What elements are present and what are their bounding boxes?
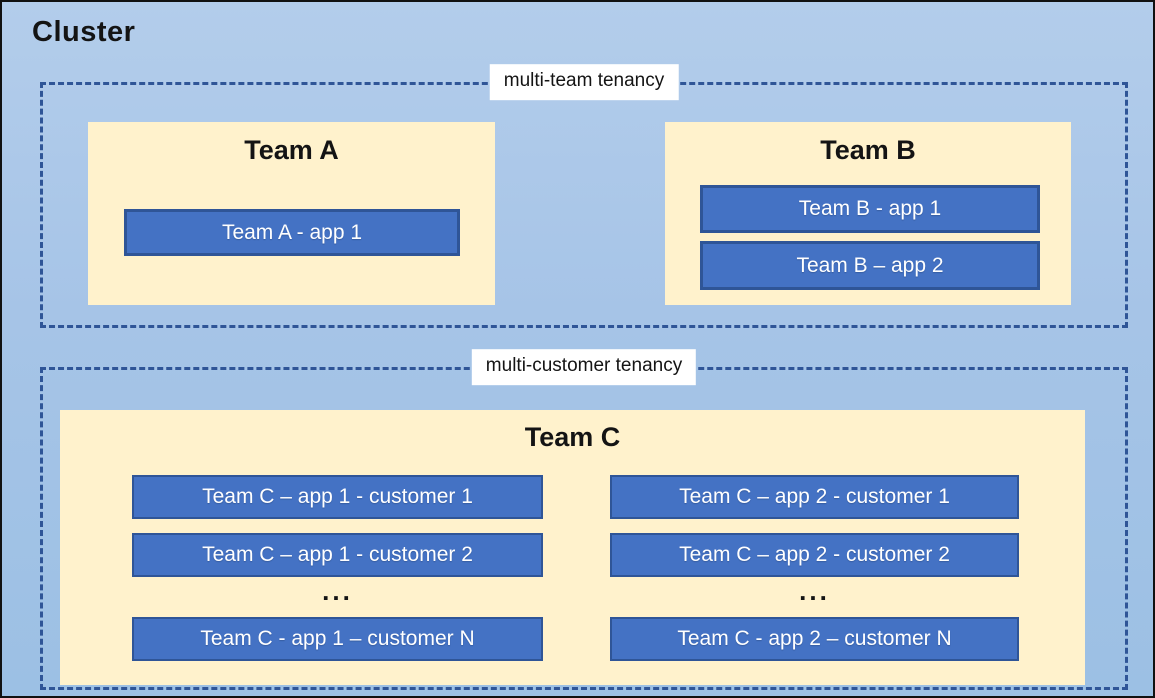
team-b-title: Team B <box>820 135 916 165</box>
team-c-app1-ellipsis: ... <box>322 575 353 606</box>
team-c-app2-ellipsis: ... <box>799 575 830 606</box>
team-b-app-2-box: Team B – app 2 <box>700 241 1040 290</box>
team-c-app1-customer2-box: Team C – app 1 - customer 2 <box>132 533 543 577</box>
team-c-title: Team C <box>524 422 621 452</box>
team-c-app2-customer1-box: Team C – app 2 - customer 1 <box>610 475 1019 519</box>
team-c-app1-customer1-box: Team C – app 1 - customer 1 <box>132 475 543 519</box>
cluster-title: Cluster <box>32 16 136 48</box>
spacer <box>132 519 543 533</box>
multi-team-tenancy-label: multi-team tenancy <box>489 64 679 101</box>
multi-customer-tenancy-label: multi-customer tenancy <box>471 349 697 386</box>
team-c-panel: Team C Team C – app 1 - customer 1 Team … <box>60 410 1085 685</box>
team-a-panel: Team A Team A - app 1 <box>88 122 495 305</box>
team-c-app1-column: Team C – app 1 - customer 1 Team C – app… <box>132 475 543 661</box>
team-b-app-1-box: Team B - app 1 <box>700 185 1040 233</box>
team-a-title: Team A <box>244 135 339 165</box>
multi-customer-tenancy-region: multi-customer tenancy Team C Team C – a… <box>40 349 1128 690</box>
team-c-app2-column: Team C – app 2 - customer 1 Team C – app… <box>610 475 1019 661</box>
team-a-app-1-box: Team A - app 1 <box>124 209 460 256</box>
team-c-app2-customer2-box: Team C – app 2 - customer 2 <box>610 533 1019 577</box>
team-b-panel: Team B Team B - app 1 Team B – app 2 <box>665 122 1071 305</box>
team-c-app1-customerN-box: Team C - app 1 – customer N <box>132 617 543 661</box>
multi-team-tenancy-region: multi-team tenancy Team A Team A - app 1… <box>40 64 1128 328</box>
spacer <box>610 519 1019 533</box>
team-c-app2-customerN-box: Team C - app 2 – customer N <box>610 617 1019 661</box>
